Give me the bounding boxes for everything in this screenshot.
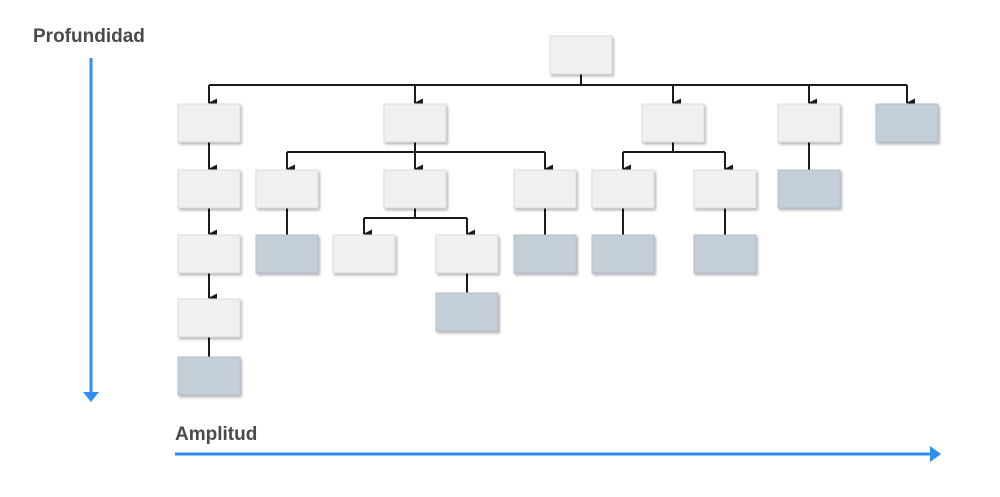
leaf-node-b2b1 xyxy=(435,292,499,332)
leaf-node-b3a xyxy=(513,234,577,274)
tree-node-a xyxy=(177,103,241,143)
breadth-axis-arrow xyxy=(175,446,941,462)
tree-node-b2a xyxy=(332,234,396,274)
leaf-node-c1a xyxy=(591,234,655,274)
breadth-axis-label: Amplitud xyxy=(175,424,258,445)
tree-node-d xyxy=(777,103,841,143)
tree-node-b1 xyxy=(255,169,319,209)
tree-node-c2 xyxy=(693,169,757,209)
connector-b2 xyxy=(363,208,476,239)
tree-node-c xyxy=(641,103,705,143)
leaf-node-a4 xyxy=(177,356,241,396)
tree-nodes xyxy=(177,35,939,396)
connector-root xyxy=(208,74,916,108)
tree-node-a2 xyxy=(177,234,241,274)
tree-node-c1 xyxy=(591,169,655,209)
tree-node-a3 xyxy=(177,298,241,338)
tree-node-b3 xyxy=(513,169,577,209)
leaf-node-d1 xyxy=(777,169,841,209)
tree-connectors xyxy=(208,74,916,357)
leaf-node-e xyxy=(875,103,939,143)
connector-b xyxy=(286,142,554,174)
tree-node-root xyxy=(549,35,613,75)
tree-node-b2b xyxy=(435,234,499,274)
depth-axis-label: Profundidad xyxy=(33,26,145,47)
tree-node-b2 xyxy=(383,169,447,209)
connector-c xyxy=(622,142,734,174)
leaf-node-c2a xyxy=(693,234,757,274)
leaf-node-b1a xyxy=(255,234,319,274)
tree-node-b xyxy=(383,103,447,143)
tree-node-a1 xyxy=(177,169,241,209)
depth-axis-arrow xyxy=(83,58,99,402)
